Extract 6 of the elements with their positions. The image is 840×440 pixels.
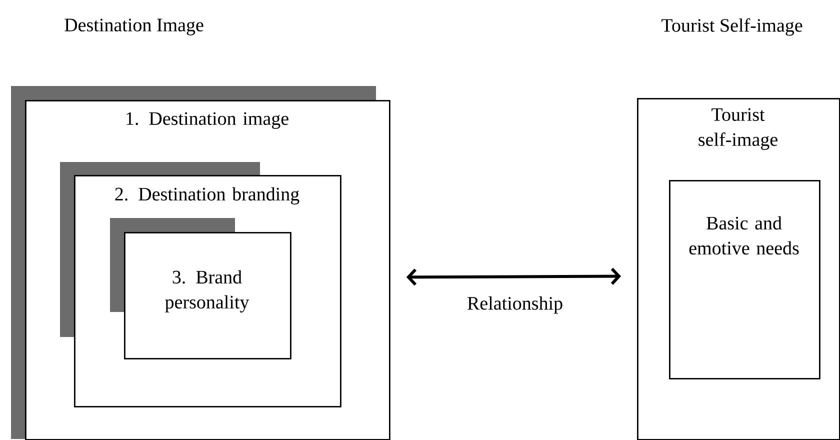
column-heading: Tourist Self-image <box>662 18 802 36</box>
column-heading: Destination Image <box>64 18 204 36</box>
edge-label: Relationship <box>466 295 564 315</box>
box: Basic and emotive needs <box>669 180 820 380</box>
double-arrow <box>406 268 621 286</box>
shadowed-box: 3. Brand personality <box>110 218 292 360</box>
